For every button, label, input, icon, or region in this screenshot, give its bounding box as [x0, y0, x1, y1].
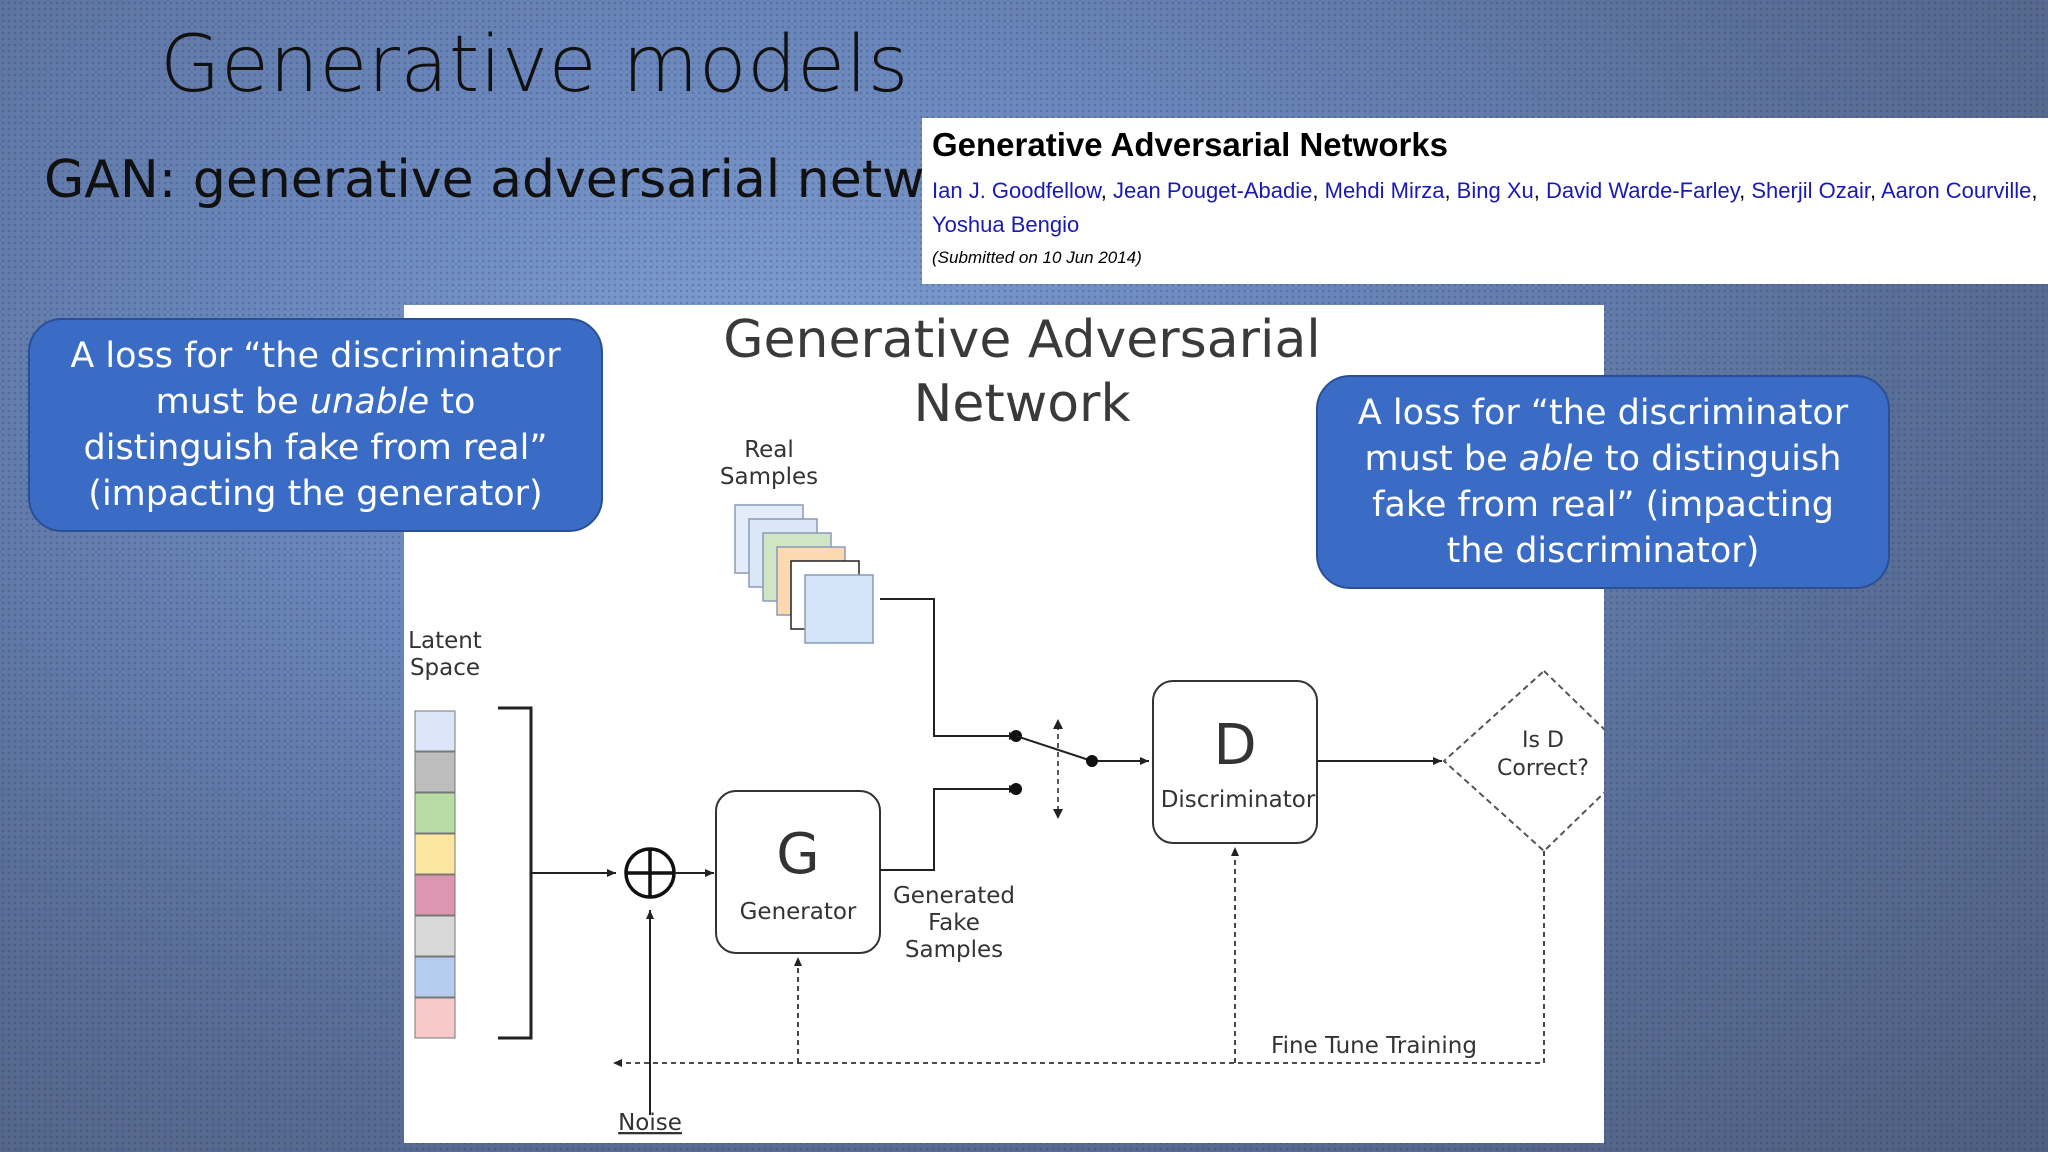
callout-right-before: A loss for “the discriminator must be — [1357, 393, 1849, 479]
paper-authors: Ian J. Goodfellow, Jean Pouget-Abadie, M… — [932, 174, 2038, 242]
callout-right-emphasis: able — [1518, 439, 1594, 479]
latent-cell — [414, 710, 456, 752]
fine-tune-label: Fine Tune Training — [1271, 1033, 1477, 1059]
input-switch — [1010, 719, 1098, 819]
author-separator: , — [1869, 178, 1881, 203]
gan-diagram-svg: Generative Adversarial Network Real Samp… — [408, 310, 1604, 1136]
author-separator: , — [1312, 178, 1325, 203]
fine-tune-feedback-line — [613, 851, 1545, 1067]
author-separator: , — [1444, 178, 1457, 203]
real-samples-stack — [734, 504, 874, 644]
fake-samples-label-3: Samples — [905, 937, 1003, 963]
latent-cell — [414, 833, 456, 875]
callout-right-after: to distinguish fake from real” (impactin… — [1372, 439, 1842, 571]
diagram-title-line2: Network — [913, 374, 1130, 434]
decision-diamond — [1442, 669, 1604, 853]
paper-title: Generative Adversarial Networks — [932, 126, 1449, 163]
decision-label-1: Is D — [1522, 728, 1564, 753]
fake-samples-label-1: Generated — [893, 883, 1015, 909]
author-link[interactable]: Aaron Courville — [1880, 178, 2032, 203]
real-sample-card — [804, 574, 874, 644]
author-link[interactable]: Mehdi Mirza — [1324, 178, 1445, 203]
paper-header: Generative Adversarial Networks Ian J. G… — [922, 118, 2048, 284]
author-link[interactable]: David Warde-Farley — [1545, 178, 1740, 203]
latent-cell — [414, 751, 456, 793]
slide-title: Generative models — [160, 20, 909, 110]
latent-cell — [414, 874, 456, 916]
latent-cell — [414, 956, 456, 998]
sum-operator — [624, 847, 676, 899]
callout-left-after: to distinguish fake from real” (impactin… — [83, 382, 548, 514]
real-to-switch-arrow — [880, 598, 1018, 740]
generator-box — [715, 790, 881, 954]
callout-left-before: A loss for “the discriminator must be — [70, 336, 561, 422]
real-samples-label-2: Samples — [720, 464, 818, 490]
latent-cell — [414, 997, 456, 1039]
author-separator: , — [2031, 178, 2038, 203]
generator-letter: G — [776, 822, 819, 887]
author-link[interactable]: Ian J. Goodfellow — [932, 178, 1101, 203]
author-separator: , — [1100, 178, 1114, 203]
noise-label: Noise — [618, 1110, 682, 1136]
latent-cell — [414, 915, 456, 957]
latent-label-1: Latent — [408, 628, 482, 654]
author-separator: , — [1533, 178, 1546, 203]
generator-label: Generator — [740, 899, 857, 925]
latent-bracket — [498, 706, 533, 1040]
latent-vector — [414, 710, 456, 1039]
real-samples-label-1: Real — [744, 437, 794, 463]
author-separator: , — [1739, 178, 1752, 203]
paper-submitted-date: (Submitted on 10 Jun 2014) — [932, 248, 1142, 267]
author-link[interactable]: Jean Pouget-Abadie — [1113, 178, 1313, 203]
fake-samples-label-2: Fake — [928, 910, 980, 936]
diagram-title-line1: Generative Adversarial — [723, 310, 1321, 370]
author-link[interactable]: Yoshua Bengio — [932, 212, 1080, 237]
callout-discriminator-loss: A loss for “the discriminator must be ab… — [1316, 375, 1890, 589]
callout-left-emphasis: unable — [309, 382, 430, 422]
latent-label-2: Space — [410, 655, 480, 681]
decision-label-2: Correct? — [1497, 756, 1589, 781]
author-link[interactable]: Bing Xu — [1456, 178, 1534, 203]
author-link[interactable]: Sherjil Ozair — [1751, 178, 1870, 203]
callout-generator-loss: A loss for “the discriminator must be un… — [28, 318, 603, 532]
latent-cell — [414, 792, 456, 834]
fake-to-switch-arrow — [880, 785, 1018, 871]
slide-subtitle: GAN: generative adversarial network — [44, 150, 1008, 210]
discriminator-letter: D — [1213, 713, 1256, 778]
discriminator-label: Discriminator — [1161, 787, 1316, 813]
